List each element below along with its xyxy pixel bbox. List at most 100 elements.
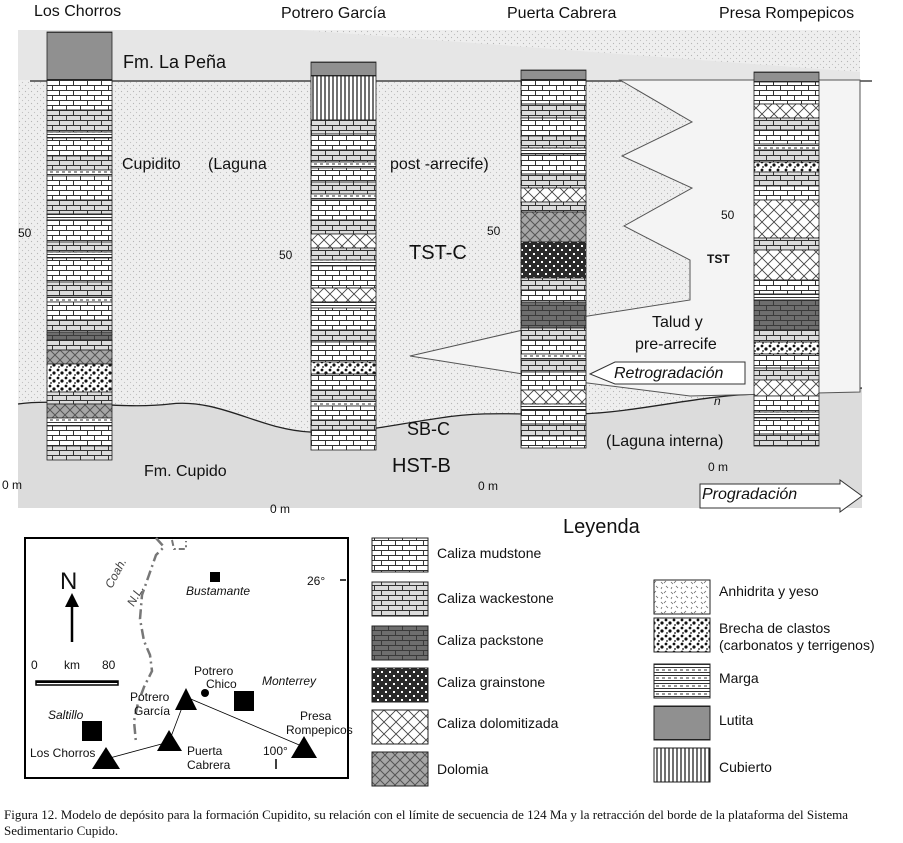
- bed-wack: [46, 391, 113, 405]
- bed-wack: [46, 199, 113, 215]
- bed-mud: [46, 175, 113, 201]
- bed-marga: [310, 399, 377, 407]
- bed-mud: [520, 371, 587, 391]
- progradacion-arrow: [699, 479, 863, 513]
- legend-label-marga: Marga: [719, 670, 759, 686]
- bed-marga: [46, 213, 113, 221]
- bed-wack: [520, 201, 587, 213]
- label-retrogradacion: Retrogradación: [614, 365, 724, 382]
- bed-wack: [753, 237, 820, 251]
- bed-mud: [520, 153, 587, 175]
- map-site-potrero-chico-2: Chico: [206, 677, 237, 691]
- bed-marga: [753, 411, 820, 419]
- scale-0-potrero: 0 m: [270, 502, 291, 516]
- label-tst-c: TST-C: [409, 242, 467, 264]
- legend-swatch-cubierto: [653, 747, 711, 783]
- bed-dolz: [753, 199, 820, 239]
- bed-wack: [310, 329, 377, 343]
- bed-mud: [753, 129, 820, 145]
- legend-swatch-packstone: [371, 625, 429, 661]
- bed-marga: [310, 161, 377, 169]
- bed-marga: [753, 293, 820, 301]
- bed-wack: [46, 445, 113, 461]
- legend-label-dolomia: Dolomia: [437, 761, 489, 777]
- map-scale-end: 80: [102, 658, 116, 672]
- bed-wack: [310, 219, 377, 235]
- bed-mud: [520, 289, 587, 303]
- map-site-puerta-1: Puerta: [187, 744, 223, 758]
- column-presa-rompepicos: [753, 71, 820, 447]
- legend-label-grainstone: Caliza grainstone: [437, 674, 546, 690]
- bed-mud: [753, 279, 820, 295]
- bed-marga: [753, 143, 820, 151]
- column-puerta-cabrera: [520, 69, 587, 449]
- bed-marga: [520, 353, 587, 361]
- map-city-monterrey: Monterrey: [262, 674, 317, 688]
- map-lon-label: 100°: [263, 744, 288, 758]
- map-site-potrero-chico-1: Potrero: [194, 664, 234, 678]
- bed-brecha: [753, 341, 820, 355]
- scale-0-puerta: 0 m: [478, 479, 499, 493]
- cross-section-diagram: [17, 30, 872, 513]
- bed-brecha: [310, 361, 377, 375]
- bed-dolz: [753, 249, 820, 281]
- bed-wack: [520, 277, 587, 291]
- bed-mud: [753, 353, 820, 369]
- bed-marga: [46, 169, 113, 177]
- city-bustamante-icon: [210, 572, 220, 582]
- bed-marga: [310, 193, 377, 201]
- bed-brecha: [46, 363, 113, 393]
- bed-dolz: [310, 287, 377, 303]
- bed-dolo: [520, 211, 587, 243]
- bed-brecha: [753, 161, 820, 173]
- section-title-presa-rompepicos: Presa Rompepicos: [719, 5, 855, 22]
- site-potrero-chico-icon: [201, 689, 209, 697]
- bed-wack: [310, 389, 377, 401]
- map-site-potrero-garcia-2: García: [134, 704, 171, 718]
- figure-caption: Figura 12. Modelo de depósito para la fo…: [4, 807, 849, 838]
- legend-label-lutita: Lutita: [719, 712, 754, 728]
- legend-swatch-dolomitizada: [371, 709, 429, 745]
- bed-mud: [310, 167, 377, 183]
- label-pre-arrecife: pre-arrecife: [635, 336, 717, 353]
- bed-wack: [310, 149, 377, 163]
- label-post-arrecife: post -arrecife): [390, 156, 489, 173]
- bed-mud: [520, 117, 587, 137]
- scale-50-potrero: 50: [279, 248, 293, 262]
- bed-marga: [46, 417, 113, 427]
- label-cupidito: Cupidito: [122, 156, 181, 173]
- bed-mud: [310, 133, 377, 151]
- bed-lutita: [310, 61, 377, 77]
- legend-label-brecha: Brecha de clastos: [719, 620, 831, 636]
- legend-label-packstone: Caliza packstone: [437, 632, 544, 648]
- bed-wack: [46, 339, 113, 351]
- legend-swatch-anhidrita: [653, 579, 711, 615]
- map-scale-start: 0: [31, 658, 38, 672]
- bed-pack: [520, 301, 587, 329]
- map-site-potrero-garcia-1: Potrero: [130, 690, 170, 704]
- map-scale-unit: km: [64, 658, 80, 672]
- bed-wack: [46, 109, 113, 133]
- bed-mud: [46, 219, 113, 243]
- bed-wack: [310, 247, 377, 261]
- map-site-presa-1: Presa: [300, 709, 332, 723]
- bed-pack: [753, 299, 820, 331]
- bed-wack: [46, 319, 113, 333]
- bed-mud: [310, 405, 377, 421]
- legend-swatch-lutita: [653, 705, 711, 741]
- map-site-puerta-2: Cabrera: [187, 758, 231, 772]
- city-monterrey-icon: [234, 691, 254, 711]
- cupido-lower-zone: [18, 388, 862, 508]
- bed-wack: [310, 181, 377, 195]
- legend-swatch-grainstone: [371, 667, 429, 703]
- la-pena-wedge: [18, 30, 860, 80]
- label-tst: TST: [707, 252, 730, 266]
- bed-dolz: [520, 389, 587, 405]
- legend-label-wackestone: Caliza wackestone: [437, 590, 554, 606]
- label-fm-la-pena: Fm. La Peña: [123, 52, 227, 72]
- legend-swatches: [371, 537, 711, 787]
- bed-lutita: [46, 31, 113, 81]
- bed-wack: [753, 149, 820, 163]
- section-title-potrero-garcia: Potrero García: [281, 5, 386, 22]
- map-site-presa-2: Rompepicos: [286, 723, 353, 737]
